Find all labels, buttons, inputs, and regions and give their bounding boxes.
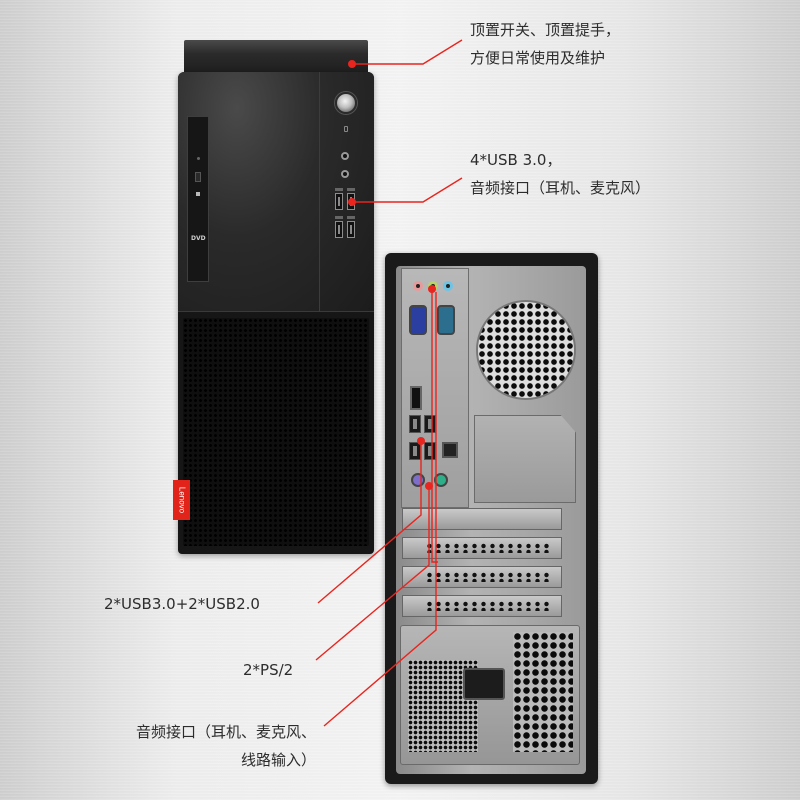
slot-vent — [425, 543, 551, 553]
front-usb-port-icon — [335, 221, 343, 238]
callout-rear-usb-line1: 2*USB3.0+2*USB2.0 — [104, 595, 260, 613]
rear-usb-port-icon — [409, 415, 421, 433]
slot-vent — [425, 572, 551, 582]
callout-top: 顶置开关、顶置提手， 方便日常使用及维护 — [470, 16, 620, 72]
usb-label — [335, 188, 343, 191]
usb-label — [347, 216, 355, 219]
callout-front-io-line2: 音频接口（耳机、麦克风） — [470, 179, 651, 197]
callout-marker-rear-ps2 — [425, 482, 433, 490]
front-usb-port-icon — [347, 221, 355, 238]
lock-bracket-panel — [474, 415, 576, 503]
slot-vent — [425, 601, 551, 611]
ps2-mouse-port-icon — [411, 473, 425, 487]
callout-front-io: 4*USB 3.0， 音频接口（耳机、麦克风） — [470, 146, 650, 202]
callout-rear-usb: 2*USB3.0+2*USB2.0 — [104, 590, 260, 618]
expansion-slot — [402, 508, 562, 530]
front-bezel-upper: DVD — [178, 72, 374, 312]
displayport-icon — [410, 386, 422, 410]
front-usb-port-icon — [335, 193, 343, 210]
drive-led-icon — [196, 192, 200, 196]
ps2-keyboard-port-icon — [434, 473, 448, 487]
callout-front-io-line1: 4*USB 3.0， — [470, 151, 562, 169]
callout-rear-ps2-line1: 2*PS/2 — [243, 661, 294, 679]
callout-rear-audio-line1: 音频接口（耳机、麦克风、 — [135, 723, 316, 741]
callout-top-line2: 方便日常使用及维护 — [470, 49, 606, 67]
expansion-slot — [402, 537, 562, 559]
callout-rear-audio: 音频接口（耳机、麦克风、 线路输入） — [76, 718, 316, 774]
line-in-jack-icon — [443, 281, 453, 291]
ethernet-port-icon — [442, 442, 458, 458]
line-out-jack-icon — [413, 281, 423, 291]
drive-eject-button — [195, 172, 201, 182]
callout-marker-top — [348, 60, 356, 68]
callout-rear-audio-line2: 线路输入） — [240, 751, 316, 769]
power-socket-icon — [463, 668, 505, 700]
usb-label — [335, 216, 343, 219]
front-tower: DVD — [178, 72, 374, 554]
expansion-slot — [402, 566, 562, 588]
callout-marker-rear-audio — [428, 285, 436, 293]
power-button-icon — [335, 92, 357, 114]
rear-fan-grille — [476, 300, 576, 400]
lenovo-logo-text: Lenovo — [177, 486, 186, 514]
usb-label — [347, 188, 355, 191]
lenovo-logo-badge: Lenovo — [173, 480, 190, 520]
expansion-slot — [402, 595, 562, 617]
microphone-jack-icon — [341, 170, 349, 178]
optical-drive-bay: DVD — [187, 116, 209, 282]
top-carry-handle — [184, 40, 368, 74]
rear-usb-port-icon — [424, 415, 436, 433]
callout-rear-ps2: 2*PS/2 — [243, 656, 293, 684]
callout-marker-front-io — [348, 198, 356, 206]
front-vent-grille — [183, 318, 369, 546]
serial-port-icon — [437, 305, 455, 335]
hdd-led-icon — [344, 126, 348, 132]
bezel-divider — [319, 72, 320, 312]
psu-vent-grille — [513, 632, 573, 752]
callout-top-line1: 顶置开关、顶置提手， — [470, 21, 621, 39]
dvd-logo: DVD — [191, 235, 206, 242]
rear-usb-port-icon — [424, 442, 436, 460]
drive-indicator-icon — [197, 157, 200, 160]
headphone-jack-icon — [341, 152, 349, 160]
callout-marker-rear-usb — [417, 437, 425, 445]
vga-port-icon — [409, 305, 427, 335]
